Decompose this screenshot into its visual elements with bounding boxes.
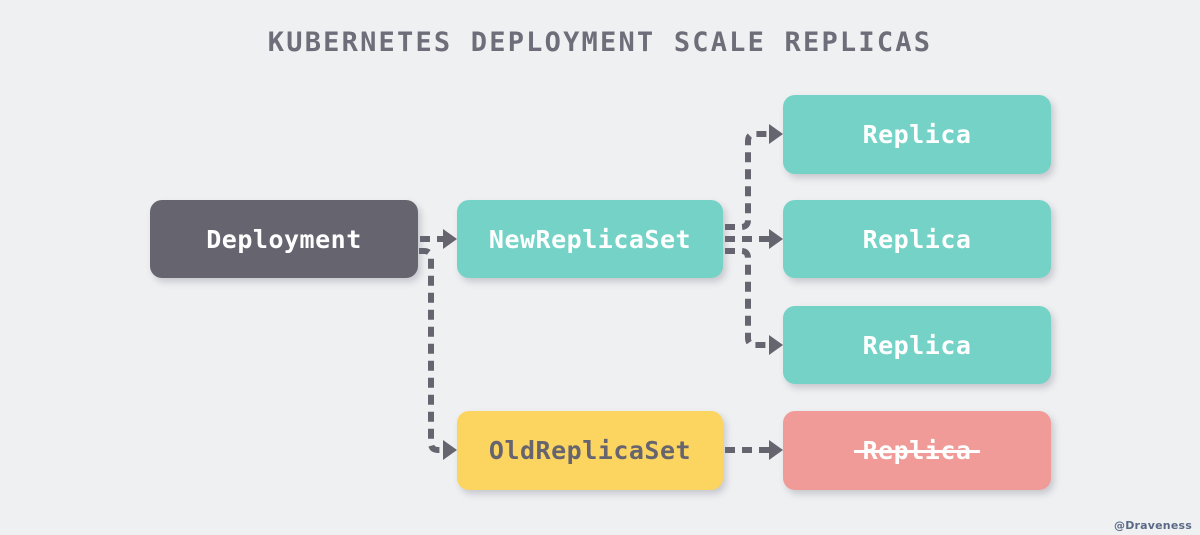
node-replica-new-1[interactable]: Replica bbox=[783, 95, 1051, 174]
node-replica-new-1-label: Replica bbox=[862, 120, 972, 149]
edge-new-replicaset-to-replica-3 bbox=[725, 248, 783, 355]
edge-deployment-to-old-replicaset bbox=[419, 248, 457, 460]
arrowhead-icon bbox=[769, 124, 783, 144]
arrowhead-icon bbox=[443, 229, 457, 249]
arrowhead-icon bbox=[769, 335, 783, 355]
arrowhead-icon bbox=[443, 440, 457, 460]
node-replica-new-3[interactable]: Replica bbox=[783, 306, 1051, 384]
arrowhead-icon bbox=[769, 440, 783, 460]
edge-deployment-to-new-replicaset bbox=[420, 229, 457, 249]
node-old-replicaset[interactable]: OldReplicaSet bbox=[457, 411, 723, 490]
node-deployment-label: Deployment bbox=[206, 224, 362, 254]
node-old-replicaset-label: OldReplicaSet bbox=[488, 436, 692, 465]
edge-old-replicaset-to-replica-old bbox=[725, 440, 783, 460]
node-new-replicaset[interactable]: NewReplicaSet bbox=[457, 200, 723, 278]
arrowhead-icon bbox=[769, 229, 783, 249]
watermark: @Draveness bbox=[1114, 519, 1192, 532]
edge-new-replicaset-to-replica-2 bbox=[725, 229, 783, 249]
page-title: KUBERNETES DEPLOYMENT SCALE REPLICAS bbox=[267, 27, 933, 58]
node-replica-new-3-label: Replica bbox=[862, 330, 972, 360]
node-replica-terminating[interactable]: Replica bbox=[783, 411, 1051, 490]
node-deployment[interactable]: Deployment bbox=[150, 200, 418, 278]
node-replica-new-2[interactable]: Replica bbox=[783, 200, 1051, 278]
edge-new-replicaset-to-replica-1 bbox=[725, 124, 783, 230]
node-replica-new-2-label: Replica bbox=[862, 224, 972, 254]
node-replica-terminating-label: Replica bbox=[862, 436, 972, 465]
node-new-replicaset-label: NewReplicaSet bbox=[488, 224, 692, 254]
